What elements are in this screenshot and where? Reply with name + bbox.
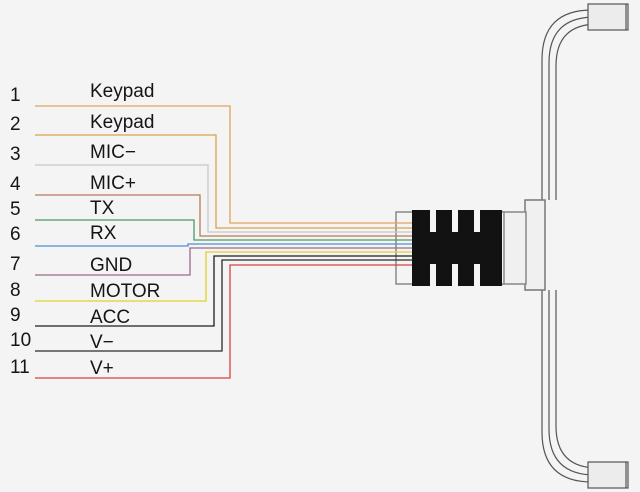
pin-number: 8: [10, 280, 21, 301]
pin-label: RX: [90, 223, 117, 244]
pin-label: Keypad: [90, 81, 154, 102]
pin-label: GND: [90, 255, 132, 276]
wire-pin-5: [35, 219, 412, 241]
pin-number: 7: [10, 254, 21, 275]
pin-label: MIC+: [90, 173, 136, 194]
pin-label: MOTOR: [90, 281, 160, 302]
connector-bulkhead: [524, 199, 546, 291]
pin-label: MIC−: [90, 142, 136, 163]
frame-end-cap-top: [587, 3, 629, 31]
wire-pin-3: [35, 164, 412, 233]
wire-pin-4: [35, 194, 412, 237]
pin-label: V−: [90, 332, 114, 353]
pin-label: V+: [90, 358, 114, 379]
pin-label: Keypad: [90, 112, 154, 133]
frame-end-cap-bottom: [587, 461, 629, 489]
connector: [395, 199, 546, 291]
wire-pin-9: [35, 255, 412, 327]
connector-grip-ribs: [430, 208, 480, 288]
pin-number: 5: [10, 199, 21, 220]
pin-number: 3: [10, 144, 21, 165]
pin-number: 1: [10, 85, 21, 106]
pin-number: 4: [10, 174, 21, 195]
connector-grip-band: [412, 238, 502, 256]
wire-pin-2: [35, 134, 412, 229]
wire-pin-7: [35, 247, 412, 276]
pin-label: TX: [90, 198, 115, 219]
pin-label: ACC: [90, 307, 130, 328]
pin-number: 2: [10, 114, 21, 135]
wire-pin-8: [35, 251, 412, 302]
cable-frame: [541, 3, 629, 489]
wire-bundle: [35, 105, 412, 379]
pin-number: 10: [10, 330, 31, 351]
wire-pin-1: [35, 105, 412, 224]
pin-number: 11: [10, 357, 30, 378]
pin-number: 9: [10, 305, 21, 326]
wire-pin-11: [35, 264, 412, 379]
wire-pin-6: [35, 243, 412, 247]
pin-number: 6: [10, 224, 21, 245]
wire-pin-10: [35, 259, 412, 352]
